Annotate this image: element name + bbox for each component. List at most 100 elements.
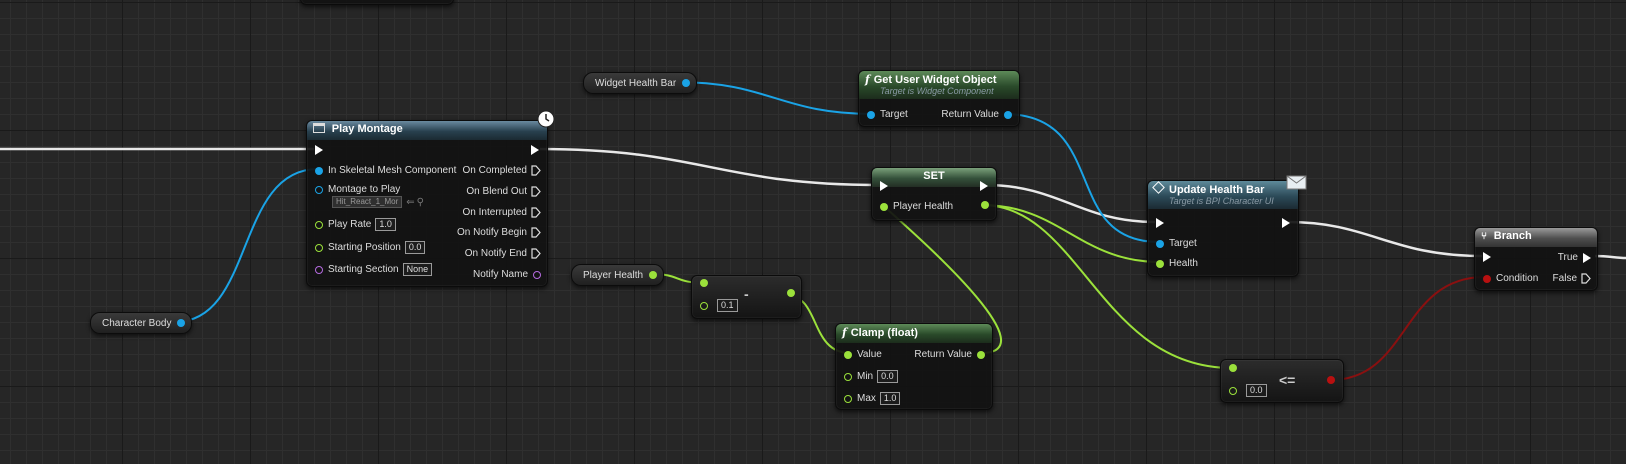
subtract-node[interactable]: 0.1 - xyxy=(691,275,802,319)
montage-asset-value[interactable]: Hit_React_1_Mor xyxy=(332,196,403,208)
update-health-label: Health xyxy=(1169,258,1198,269)
update-health-bar-subtitle: Target is BPI Character UI xyxy=(1169,196,1274,206)
object-pin-icon xyxy=(1004,110,1012,119)
float-pin-icon xyxy=(844,372,852,381)
subtract-out-pin[interactable] xyxy=(782,289,795,297)
update-target-pin[interactable]: Target xyxy=(1156,238,1197,249)
character-body-variable[interactable]: Character Body xyxy=(90,312,193,334)
clamp-min-label: Min xyxy=(857,371,874,382)
pin-on-notify-end[interactable]: On Notify End xyxy=(465,248,541,259)
compare-out-pin[interactable] xyxy=(1322,376,1335,384)
subtract-symbol: - xyxy=(744,286,749,302)
pin-notify-name[interactable]: Notify Name xyxy=(473,269,541,280)
play-montage-header: Play Montage xyxy=(307,121,547,140)
branch-condition-pin[interactable]: Condition xyxy=(1483,273,1538,284)
player-health-variable[interactable]: Player Health xyxy=(571,264,665,286)
play-montage-exec-in[interactable] xyxy=(315,145,323,155)
wire-widget-target xyxy=(675,81,874,115)
pin-montage-to-play[interactable]: Montage to Play xyxy=(315,184,400,195)
interface-diamond-icon xyxy=(1152,181,1165,194)
compare-b-input[interactable]: 0.0 xyxy=(1246,384,1267,397)
float-pin-icon xyxy=(981,201,989,209)
compare-b-pin[interactable]: 0.0 xyxy=(1229,384,1267,397)
float-pin-icon xyxy=(844,350,852,359)
exec-out-hollow-icon xyxy=(1581,273,1591,284)
pin-starting-section[interactable]: Starting Section None xyxy=(315,263,433,276)
pin-on-blend-out[interactable]: On Blend Out xyxy=(466,186,541,197)
in-mesh-label: In Skeletal Mesh Component xyxy=(328,165,457,176)
clamp-max-input[interactable]: 1.0 xyxy=(879,392,901,405)
exec-out-hollow-icon xyxy=(531,248,541,259)
play-rate-input[interactable]: 1.0 xyxy=(375,218,396,231)
branch-node[interactable]: ⑂ Branch True Condition False xyxy=(1474,227,1598,291)
set-player-health-node[interactable]: SET Player Health xyxy=(871,167,997,221)
play-montage-node[interactable]: Play Montage In Skeletal Mesh Component … xyxy=(306,110,555,287)
clamp-value-label: Value xyxy=(857,349,882,360)
branch-true-pin[interactable]: True xyxy=(1558,252,1591,263)
clamp-value-pin[interactable]: Value xyxy=(844,349,882,360)
clamp-return-label: Return Value xyxy=(914,349,972,360)
function-icon: f xyxy=(865,73,870,86)
float-pin-icon xyxy=(1229,364,1237,372)
exec-out-icon xyxy=(531,145,539,155)
update-exec-in[interactable] xyxy=(1156,218,1164,228)
branch-title: Branch xyxy=(1493,230,1532,242)
bool-pin-icon xyxy=(1483,274,1491,283)
get-widget-target-pin[interactable]: Target xyxy=(867,109,908,120)
update-health-bar-title: Update Health Bar xyxy=(1169,184,1265,196)
branch-condition-label: Condition xyxy=(1496,273,1539,284)
on-notify-end-label: On Notify End xyxy=(464,248,527,259)
on-blend-out-label: On Blend Out xyxy=(466,186,527,197)
clamp-return-pin[interactable]: Return Value xyxy=(914,349,985,360)
widget-health-bar-pin[interactable] xyxy=(682,79,691,87)
notify-name-label: Notify Name xyxy=(472,269,528,280)
subtract-b-input[interactable]: 0.1 xyxy=(717,299,738,312)
clamp-min-input[interactable]: 0.0 xyxy=(877,370,898,383)
float-pin-icon xyxy=(1156,259,1164,268)
clamp-max-pin[interactable]: Max 1.0 xyxy=(844,392,901,405)
set-player-health-in-pin[interactable]: Player Health xyxy=(880,201,953,212)
update-exec-out[interactable] xyxy=(1282,218,1290,228)
pin-in-skeletal-mesh[interactable]: In Skeletal Mesh Component xyxy=(315,165,456,176)
subtract-b-pin[interactable]: 0.1 xyxy=(700,299,738,312)
exec-in-icon xyxy=(880,181,888,191)
exec-out-hollow-icon xyxy=(531,186,541,197)
pin-play-rate[interactable]: Play Rate 1.0 xyxy=(315,218,396,231)
montage-asset-picker[interactable]: Hit_React_1_Mor ⇐ ⚲ xyxy=(328,196,424,208)
get-user-widget-title: Get User Widget Object xyxy=(873,74,997,86)
get-widget-return-pin[interactable]: Return Value xyxy=(941,109,1012,120)
start-pos-input[interactable]: 0.0 xyxy=(404,241,426,254)
set-exec-in[interactable] xyxy=(880,181,888,191)
branch-true-label: True xyxy=(1557,252,1578,263)
compare-a-pin[interactable] xyxy=(1229,364,1242,372)
update-health-bar-node[interactable]: Update Health Bar Target is BPI Characte… xyxy=(1147,175,1307,277)
bool-pin-icon xyxy=(1327,376,1335,384)
pin-on-notify-begin[interactable]: On Notify Begin xyxy=(457,227,541,238)
exec-wire-update-branch xyxy=(1287,220,1483,258)
character-body-pin[interactable] xyxy=(177,319,186,327)
update-health-pin[interactable]: Health xyxy=(1156,258,1198,269)
clamp-title: Clamp (float) xyxy=(850,327,918,339)
branch-exec-in[interactable] xyxy=(1483,252,1491,262)
arrow-left-icon[interactable]: ⇐ xyxy=(406,196,415,208)
player-health-var-pin[interactable] xyxy=(649,271,658,279)
widget-health-bar-variable[interactable]: Widget Health Bar xyxy=(583,72,698,94)
update-health-bar-header: Update Health Bar Target is BPI Characte… xyxy=(1148,181,1298,209)
set-exec-out[interactable] xyxy=(980,181,988,191)
set-player-health-label: Player Health xyxy=(893,201,954,212)
play-montage-exec-out[interactable] xyxy=(531,145,539,155)
pin-on-interrupted[interactable]: On Interrupted xyxy=(463,207,541,218)
branch-false-pin[interactable]: False xyxy=(1553,273,1591,284)
browse-icon[interactable]: ⚲ xyxy=(416,196,424,208)
pin-on-completed[interactable]: On Completed xyxy=(463,165,541,176)
branch-header: ⑂ Branch xyxy=(1475,228,1597,247)
branch-false-label: False xyxy=(1552,273,1577,284)
less-equal-node[interactable]: 0.0 <= xyxy=(1220,359,1344,403)
set-player-health-out-pin[interactable] xyxy=(976,201,989,209)
start-section-input[interactable]: None xyxy=(402,263,433,276)
subtract-a-pin[interactable] xyxy=(700,279,713,287)
pin-starting-position[interactable]: Starting Position 0.0 xyxy=(315,241,426,254)
clamp-min-pin[interactable]: Min 0.0 xyxy=(844,370,898,383)
